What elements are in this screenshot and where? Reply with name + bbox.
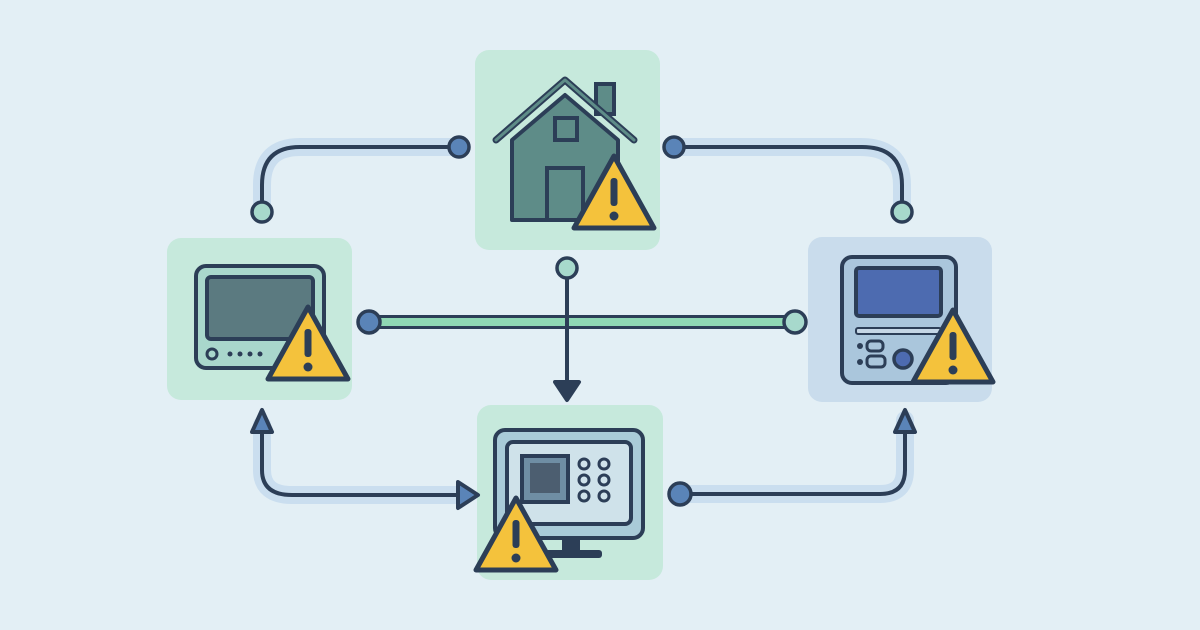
connector-left-bottom (250, 408, 480, 510)
house-icon[interactable] (492, 76, 638, 222)
connector-node-dot[interactable] (447, 135, 471, 159)
desktop-terminal-icon[interactable] (493, 428, 645, 558)
connector-node-dot[interactable] (356, 309, 382, 335)
connector-home-bottom (553, 276, 581, 402)
connector-node-dot[interactable] (250, 200, 274, 224)
connector-node-dot[interactable] (782, 309, 808, 335)
connector-home-right (684, 145, 904, 202)
connector-node-dot[interactable] (662, 135, 686, 159)
connector-node-dot[interactable] (555, 256, 579, 280)
connector-home-left (260, 145, 449, 202)
connector-left-right (372, 315, 794, 329)
connector-node-dot[interactable] (890, 200, 914, 224)
connector-node-dot[interactable] (667, 481, 693, 507)
connector-bottom-right (690, 408, 917, 496)
